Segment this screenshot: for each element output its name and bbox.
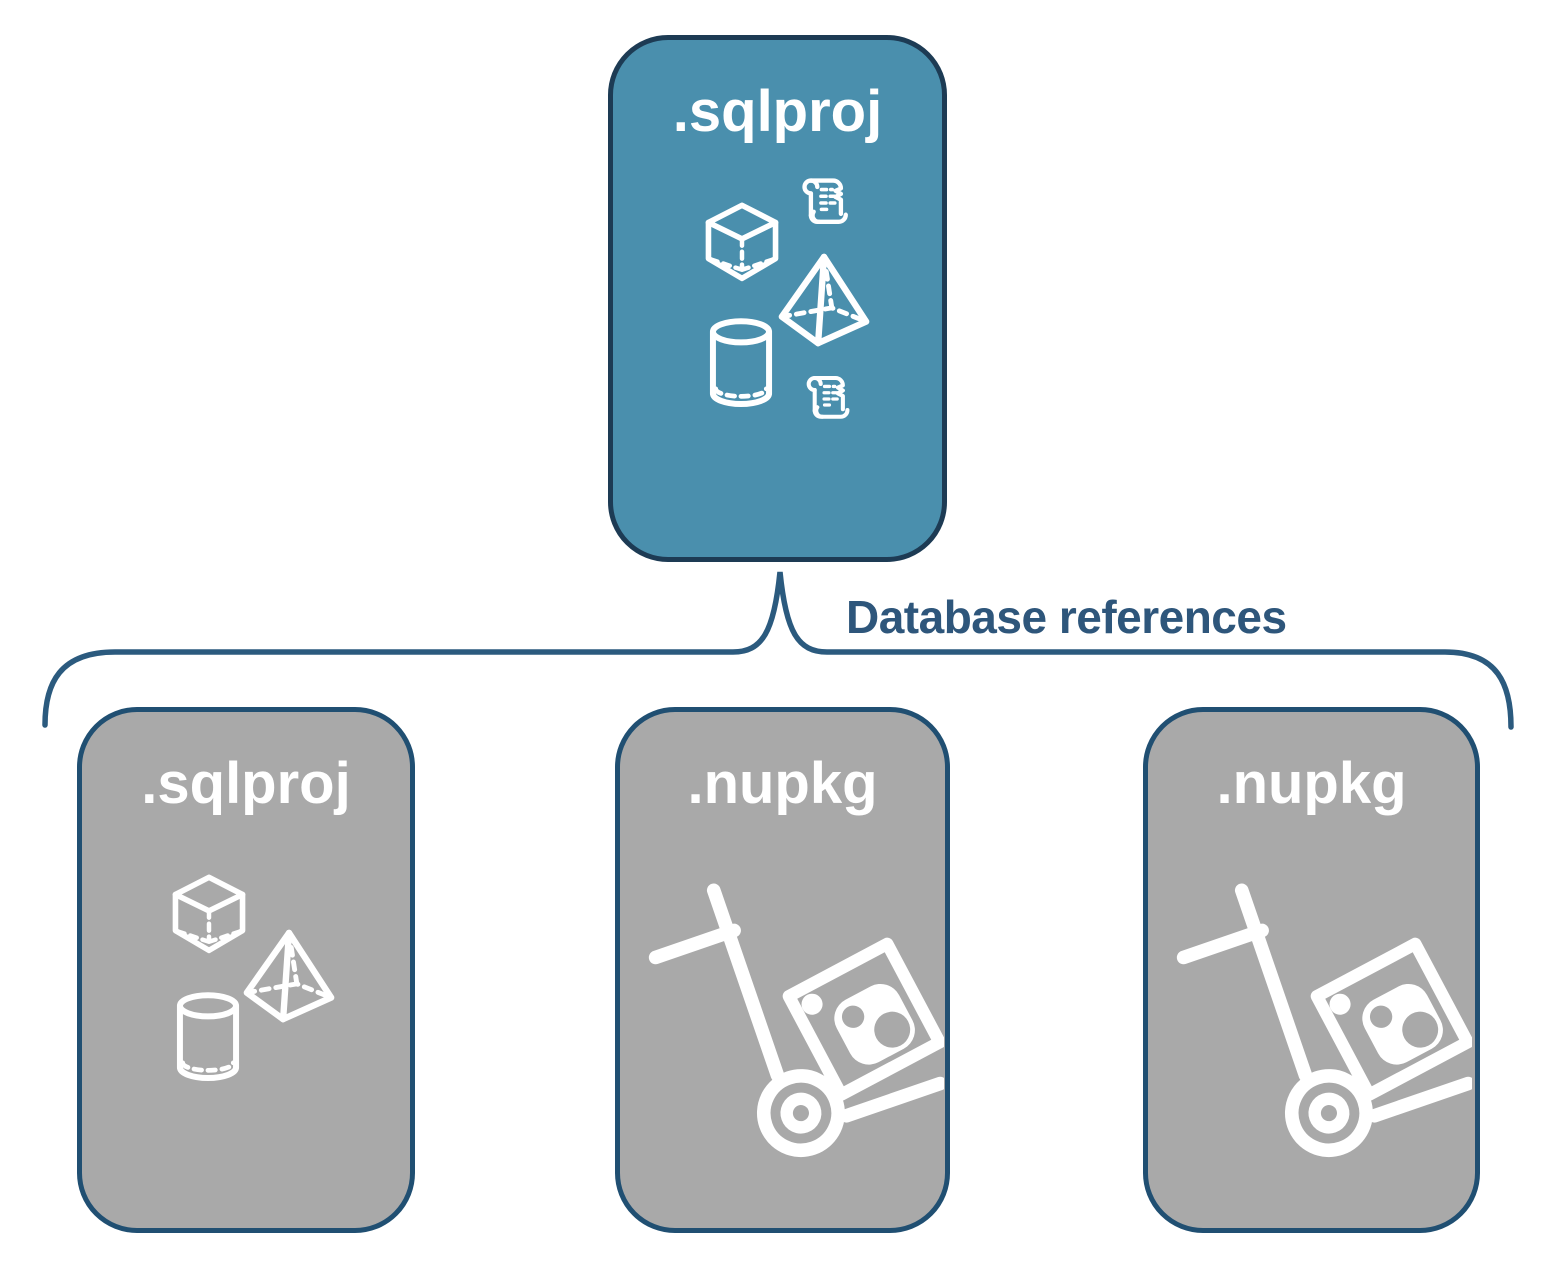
child-nupkg-box: .nupkg bbox=[615, 707, 950, 1233]
root-box-label: .sqlproj bbox=[672, 79, 883, 144]
script-scroll-icon bbox=[796, 368, 858, 432]
brace-connector bbox=[30, 555, 1530, 745]
child-box-label: .nupkg bbox=[1216, 751, 1407, 816]
pyramid-icon bbox=[238, 928, 340, 1026]
cube-icon bbox=[166, 872, 252, 960]
script-scroll-icon bbox=[791, 170, 857, 238]
cylinder-icon bbox=[170, 992, 246, 1084]
child-box-label: .sqlproj bbox=[141, 751, 351, 816]
connector-label: Database references bbox=[846, 591, 1287, 643]
child-box-label: .nupkg bbox=[687, 751, 878, 816]
child-sqlproj-box: .sqlproj bbox=[77, 707, 415, 1233]
cube-icon bbox=[699, 200, 785, 288]
handtruck-package-icon bbox=[646, 854, 944, 1176]
pyramid-icon bbox=[773, 252, 875, 350]
child-nupkg-box: .nupkg bbox=[1143, 707, 1480, 1233]
cylinder-icon bbox=[703, 318, 779, 410]
handtruck-package-icon bbox=[1174, 854, 1472, 1176]
root-sqlproj-box: .sqlproj bbox=[608, 35, 947, 562]
